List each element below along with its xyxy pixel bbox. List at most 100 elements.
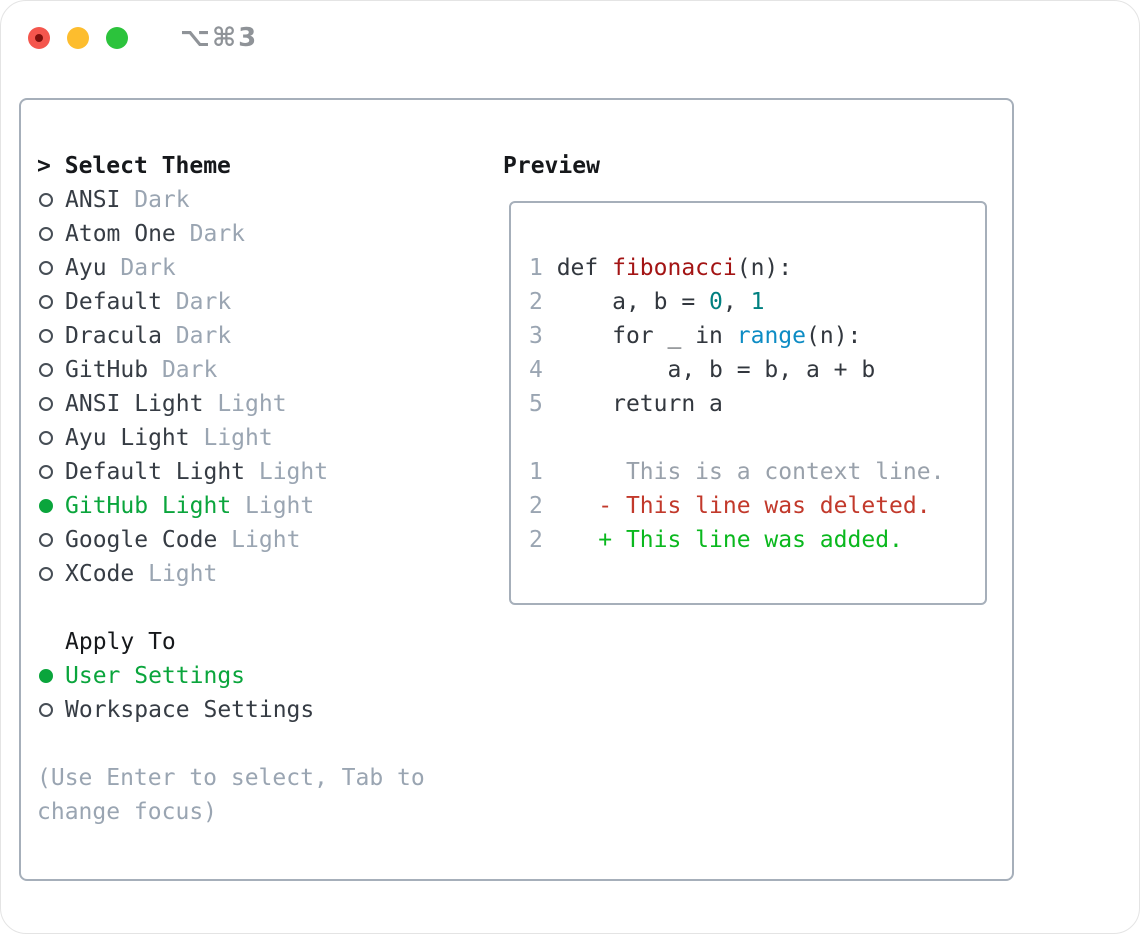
theme-option-ayu[interactable]: Ayu Dark	[37, 251, 477, 285]
select-theme-header: > Select Theme	[37, 149, 477, 183]
radio-icon	[39, 567, 53, 581]
radio-icon	[39, 295, 53, 309]
theme-name: Ayu	[65, 255, 107, 281]
theme-variant: Light	[245, 459, 329, 485]
code-token-keyword: return	[612, 391, 696, 417]
close-dot-icon	[35, 34, 43, 42]
radio-icon	[39, 329, 53, 343]
theme-variant: Dark	[106, 255, 176, 281]
theme-variant: Light	[217, 527, 301, 553]
theme-option-ansi-light[interactable]: ANSI Light Light	[37, 387, 477, 421]
theme-option-default-light[interactable]: Default Light Light	[37, 455, 477, 489]
theme-variant: Light	[134, 561, 218, 587]
theme-option-atom-one[interactable]: Atom One Dark	[37, 217, 477, 251]
line-number: 1	[529, 459, 543, 485]
line-number: 2	[529, 527, 543, 553]
theme-option-github-light[interactable]: GitHub Light Light	[37, 489, 477, 523]
theme-name: Ayu Light	[65, 425, 190, 451]
code-token-plain	[723, 323, 737, 349]
code-token-keyword: def	[556, 255, 613, 281]
code-line: 2 a, b = 0, 1	[529, 285, 944, 319]
line-number: 4	[529, 357, 557, 383]
code-token-plain	[557, 323, 612, 349]
theme-name: Default Light	[65, 459, 246, 485]
diff-text: + This line was added.	[542, 527, 903, 553]
theme-option-google-code[interactable]: Google Code Light	[37, 523, 477, 557]
radio-icon	[39, 533, 53, 547]
code-token-number: 1	[750, 289, 765, 315]
apply-option-workspace-settings[interactable]: Workspace Settings	[37, 693, 477, 727]
theme-name: Dracula	[65, 323, 162, 349]
theme-variant: Light	[189, 425, 273, 451]
theme-variant: Dark	[161, 323, 232, 349]
theme-variant: Dark	[148, 357, 218, 383]
line-number: 2	[529, 289, 557, 315]
blank-line	[529, 421, 944, 455]
code-line: 3 for _ in range(n):	[529, 319, 944, 353]
code-token-plain: _	[653, 323, 696, 349]
radio-icon	[39, 397, 53, 411]
zoom-button[interactable]	[106, 27, 128, 49]
code-token-function: fibonacci	[612, 255, 737, 281]
theme-variant: Dark	[161, 289, 232, 315]
code-token-plain: (n):	[736, 255, 793, 281]
diff-line-context: 1 This is a context line.	[529, 455, 944, 489]
theme-option-ansi[interactable]: ANSI Dark	[37, 183, 477, 217]
hint-text: (Use Enter to select, Tab to change focu…	[37, 765, 425, 825]
apply-to-header: Apply To	[65, 629, 176, 655]
code-token-plain: a, b = b, a + b	[556, 357, 876, 383]
code-token-keyword: in	[695, 323, 723, 349]
code-token-keyword: for	[612, 323, 654, 349]
diff-text: - This line was deleted.	[542, 493, 931, 519]
select-theme-label: Select Theme	[64, 153, 231, 179]
theme-option-dracula[interactable]: Dracula Dark	[37, 319, 477, 353]
theme-variant: Dark	[175, 221, 246, 247]
line-number: 2	[529, 493, 543, 519]
theme-name: Atom One	[65, 221, 176, 247]
theme-variant: Light	[203, 391, 287, 417]
code-line: 5 return a	[529, 387, 944, 421]
preview-header: Preview	[503, 153, 600, 179]
cursor-arrow-icon: >	[37, 153, 51, 179]
radio-selected-icon	[39, 669, 53, 683]
radio-icon	[39, 261, 53, 275]
theme-option-ayu-light[interactable]: Ayu Light Light	[37, 421, 477, 455]
line-number: 3	[529, 323, 557, 349]
line-number: 1	[529, 255, 557, 281]
radio-icon	[39, 227, 53, 241]
theme-name: ANSI	[65, 187, 121, 213]
radio-icon	[39, 465, 53, 479]
radio-icon	[39, 703, 53, 717]
code-token-plain: (n):	[806, 323, 862, 349]
code-line: 4 a, b = b, a + b	[529, 353, 944, 387]
titlebar: ⌥⌘3	[28, 23, 259, 53]
theme-variant: Dark	[120, 187, 190, 213]
theme-name: Default	[65, 289, 162, 315]
close-button[interactable]	[28, 27, 50, 49]
theme-name: GitHub	[65, 357, 149, 383]
code-token-builtin: range	[736, 323, 806, 349]
window-title: ⌥⌘3	[180, 23, 259, 53]
code-token-plain: a, b =	[556, 289, 710, 315]
apply-option-label: User Settings	[65, 663, 246, 689]
code-token-number: 0	[709, 289, 723, 315]
code-token-plain	[557, 391, 612, 417]
radio-icon	[39, 193, 53, 207]
radio-selected-icon	[39, 499, 53, 513]
apply-option-user-settings[interactable]: User Settings	[37, 659, 477, 693]
theme-option-default[interactable]: Default Dark	[37, 285, 477, 319]
radio-icon	[39, 363, 53, 377]
theme-variant: Light	[231, 493, 315, 519]
theme-option-github[interactable]: GitHub Dark	[37, 353, 477, 387]
theme-option-xcode[interactable]: XCode Light	[37, 557, 477, 591]
theme-name: Google Code	[65, 527, 218, 553]
radio-icon	[39, 431, 53, 445]
diff-text: This is a context line.	[542, 459, 945, 485]
minimize-button[interactable]	[67, 27, 89, 49]
